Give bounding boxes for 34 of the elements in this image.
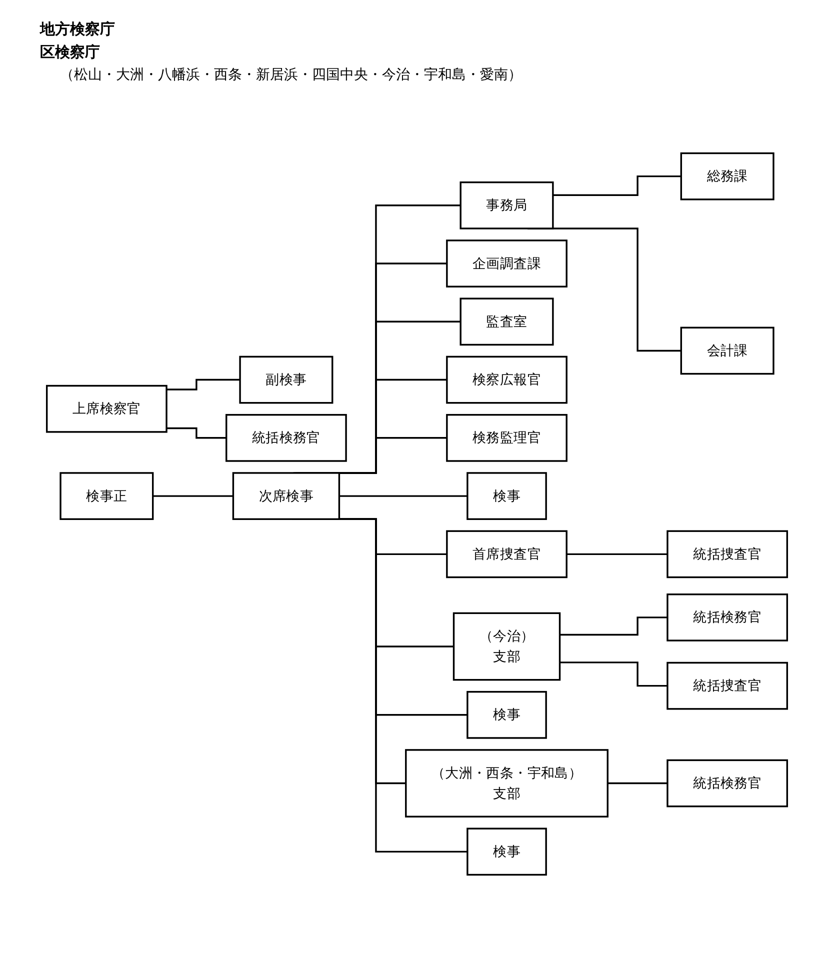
connector (608, 782, 668, 784)
node-box: 総務課 (680, 152, 774, 200)
node-box: 企画調査課 (446, 240, 568, 288)
node-box: 検事 (466, 690, 547, 739)
node-box: （大洲・西条・宇和島） 支部 (405, 749, 608, 818)
node-box: 検務監理官 (446, 414, 568, 462)
node-box: 統括検務官 (666, 759, 788, 808)
node-box: 会計課 (680, 326, 774, 375)
connector (166, 378, 241, 390)
node-box: 次席検事 (232, 472, 340, 520)
node-box: 監査室 (460, 298, 554, 346)
connector (152, 495, 234, 497)
node-box: 統括検務官 (666, 594, 788, 642)
node-box: 統括捜査官 (666, 530, 788, 578)
connector (560, 662, 668, 687)
node-box: 統括検務官 (226, 414, 347, 462)
connector (560, 616, 668, 636)
note-text: （松山・大洲・八幡浜・西条・新居浜・四国中央・今治・宇和島・愛南） (60, 66, 523, 84)
connector (566, 553, 668, 556)
node-box: 検事 (466, 828, 547, 876)
node-box: 首席捜査官 (446, 530, 568, 578)
section-heading: 地方検察庁 (40, 20, 116, 39)
node-box: 検事正 (60, 472, 154, 520)
node-box: 副検事 (239, 356, 334, 404)
connector (166, 427, 228, 439)
section-heading: 区検察庁 (40, 43, 101, 62)
node-box: 上席検察官 (46, 384, 168, 433)
node-box: （今治） 支部 (452, 612, 561, 681)
node-box: 事務局 (460, 181, 554, 230)
connector (339, 495, 468, 497)
node-box: 統括捜査官 (666, 662, 788, 710)
node-box: 検事 (466, 472, 547, 520)
connector (552, 175, 682, 196)
node-box: 検察広報官 (446, 356, 568, 404)
